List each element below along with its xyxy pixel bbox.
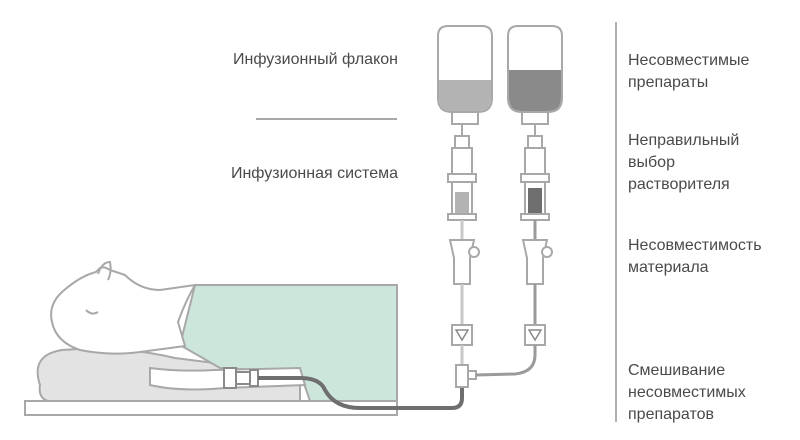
patient-eye — [85, 309, 99, 315]
blanket — [178, 284, 398, 402]
patient-head — [50, 266, 197, 355]
label-incompatible-drugs: Несовместимые препараты — [628, 52, 750, 91]
bottle-right-fluid — [509, 70, 561, 111]
iv-cannula — [223, 367, 300, 389]
label-mixing-incompatible-drugs: Смешивание несовместимых препаратов — [628, 362, 746, 423]
patient-illustration — [24, 260, 398, 416]
label-infusion-system: Инфузионная система — [230, 165, 398, 182]
infusion-line-right — [475, 25, 563, 377]
label-infusion-bottle: Инфузионный флакон — [232, 51, 398, 68]
tube-right-to-connector — [475, 345, 537, 377]
y-connector — [455, 364, 469, 388]
bottle-left-fluid — [439, 80, 491, 111]
infusion-line-left — [437, 25, 493, 388]
label-wrong-solvent: Неправильный выбор растворителя — [628, 132, 740, 193]
label-material-incompatibility: Несовместимость материала — [628, 237, 762, 276]
tube-to-patient — [299, 376, 464, 410]
patient-face — [97, 260, 112, 281]
